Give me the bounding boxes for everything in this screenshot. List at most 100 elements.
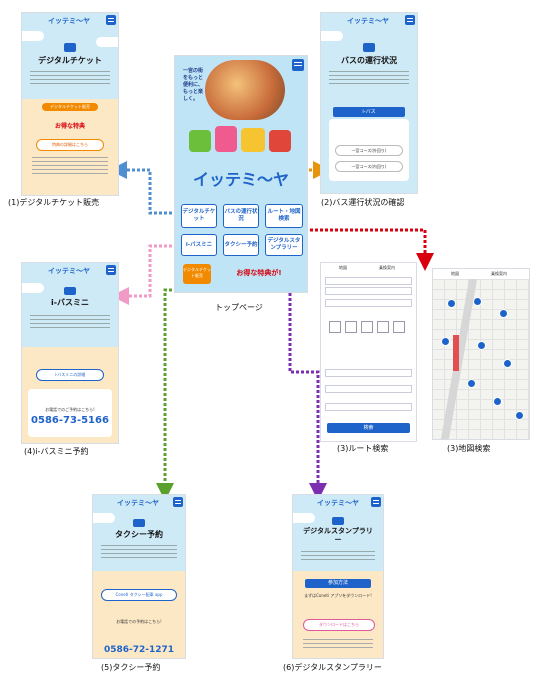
- line-inner-button[interactable]: 一宮コース(内回り): [335, 161, 403, 172]
- option-row[interactable]: [325, 369, 412, 377]
- search-button[interactable]: 検索: [327, 423, 410, 433]
- tab-transfer[interactable]: 乗換案内: [379, 265, 395, 270]
- walk-icon[interactable]: [361, 321, 373, 333]
- caption-taxi: (5)タクシー予約: [100, 662, 162, 673]
- cloud-decoration: [22, 31, 44, 41]
- arrow-ticket: [109, 161, 182, 215]
- description-text: [101, 543, 177, 561]
- nav-bus-status[interactable]: バスの運行状況: [223, 204, 259, 228]
- cloud-decoration: [93, 513, 115, 523]
- map-pin[interactable]: [473, 297, 482, 306]
- caption-top-page: トップページ: [214, 302, 264, 313]
- nav-digital-ticket[interactable]: デジタルチケット: [181, 204, 217, 228]
- map-pin[interactable]: [493, 397, 502, 406]
- mini-details-button[interactable]: i-バスミニの詳細: [36, 369, 104, 381]
- nav-taxi[interactable]: タクシー予約: [223, 234, 259, 256]
- cloud-decoration: [293, 513, 315, 523]
- hero-tagline: 一宮の街をもっと便利に、もっと楽しく。: [183, 68, 204, 102]
- rail-marker: [453, 335, 459, 371]
- booking-card: [93, 571, 185, 658]
- phone-number: 0586-72-1271: [103, 645, 175, 655]
- main-logo: イッテミ〜ヤ: [192, 170, 289, 189]
- menu-icon[interactable]: [106, 265, 116, 275]
- tab-map[interactable]: 地図: [451, 271, 459, 276]
- train-icon[interactable]: [329, 321, 341, 333]
- line-outer-button[interactable]: 一宮コース(外回り): [335, 145, 403, 156]
- menu-icon[interactable]: [292, 59, 304, 71]
- tab-transfer[interactable]: 乗換案内: [491, 271, 507, 276]
- nav-ibus-mini[interactable]: i-バスミニ: [181, 234, 217, 256]
- mascot-characters: [189, 126, 293, 156]
- caption-stamp-rally: (6)デジタルスタンプラリー: [282, 662, 383, 673]
- logo: イッテミ〜ヤ: [48, 17, 90, 25]
- map-pin[interactable]: [447, 299, 456, 308]
- download-button[interactable]: ダウンロードはこちら: [303, 619, 375, 631]
- bus-icon: [64, 287, 76, 295]
- campaign-band: デジタルチケット販売: [42, 103, 98, 111]
- cloud-decoration: [321, 31, 343, 41]
- menu-icon[interactable]: [405, 15, 415, 25]
- logo: イッテミ〜ヤ: [117, 499, 159, 507]
- phone-number: 0586-73-5166: [31, 415, 109, 426]
- menu-icon[interactable]: [371, 497, 381, 507]
- screen-title: デジタルチケット: [38, 56, 102, 65]
- campaign-highlight: お得な特典: [54, 123, 85, 130]
- map-pin[interactable]: [477, 341, 486, 350]
- nav-route-map[interactable]: ルート・地図検索: [265, 204, 303, 228]
- arrow-taxi: [156, 288, 232, 501]
- screen-title: デジタルスタンプラリー: [303, 527, 373, 544]
- map-pin[interactable]: [503, 359, 512, 368]
- nav-stamp-rally[interactable]: デジタルスタンプラリー: [265, 234, 303, 256]
- menu-icon[interactable]: [173, 497, 183, 507]
- description-text: [329, 69, 409, 87]
- hero-photo: [205, 60, 285, 120]
- datetime-select[interactable]: [325, 299, 412, 307]
- map-pin[interactable]: [467, 379, 476, 388]
- bus-icon: [363, 43, 375, 52]
- caption-bus-status: (2)バス運行状況の確認: [320, 197, 406, 208]
- map-pin[interactable]: [515, 411, 524, 420]
- notes-text: [303, 637, 373, 651]
- arrow-route: [300, 228, 434, 271]
- notes-text: [32, 155, 108, 177]
- howto-band: 参加方法: [305, 579, 371, 588]
- arrow-stamp: [258, 258, 327, 501]
- from-input[interactable]: [325, 277, 412, 285]
- option-row[interactable]: [325, 385, 412, 393]
- details-button[interactable]: 特典の詳細はこちら: [36, 139, 104, 151]
- map-pin[interactable]: [441, 337, 450, 346]
- taxi-icon: [133, 519, 145, 527]
- phone-card: [28, 389, 112, 437]
- cloud-decoration: [96, 37, 118, 47]
- step-text: まずはConeti アプリをダウンロード!: [304, 593, 372, 598]
- bike-icon[interactable]: [393, 321, 405, 333]
- screen-title: i-バスミニ: [50, 298, 90, 307]
- taxi-app-button[interactable]: Coneti タクシー配車 app: [101, 589, 177, 601]
- caption-ibus-mini: (4)i-バスミニ予約: [23, 446, 90, 457]
- tab-map[interactable]: 地図: [339, 265, 347, 270]
- caption-map-search: (3)地図検索: [446, 443, 492, 454]
- description-text: [30, 313, 110, 331]
- screen-title: バスの運行状況: [341, 56, 397, 65]
- to-input[interactable]: [325, 287, 412, 295]
- screen-ibus-mini: イッテミ〜ヤ i-バスミニ i-バスミニの詳細 お電話でのご予約はこちら! 05…: [21, 262, 119, 444]
- screen-map-search: 地図 乗換案内: [432, 268, 530, 440]
- bus-icon[interactable]: [345, 321, 357, 333]
- promo-text: お得な特典が!: [236, 269, 282, 277]
- description-text: [30, 69, 110, 87]
- car-icon[interactable]: [377, 321, 389, 333]
- menu-icon[interactable]: [106, 15, 116, 25]
- arrow-bus: [262, 161, 331, 215]
- option-row[interactable]: [325, 403, 412, 411]
- logo: イッテミ〜ヤ: [317, 499, 359, 507]
- logo: イッテミ〜ヤ: [48, 267, 90, 275]
- screen-digital-ticket: イッテミ〜ヤ デジタルチケット デジタルチケット販売 お得な特典 特典の詳細はこ…: [21, 12, 119, 196]
- ibus-band: i-バス: [333, 107, 405, 117]
- stamp-icon: [332, 517, 344, 525]
- screen-title: タクシー予約: [115, 530, 163, 539]
- screen-top-page: 一宮の街をもっと便利に、もっと楽しく。 イッテミ〜ヤ デジタルチケット バスの運…: [174, 55, 308, 293]
- caption-route-search: (3)ルート検索: [336, 443, 390, 454]
- map-pin[interactable]: [499, 309, 508, 318]
- map-canvas[interactable]: [433, 279, 529, 439]
- promo-tag: デジタルチケット販売: [183, 264, 211, 284]
